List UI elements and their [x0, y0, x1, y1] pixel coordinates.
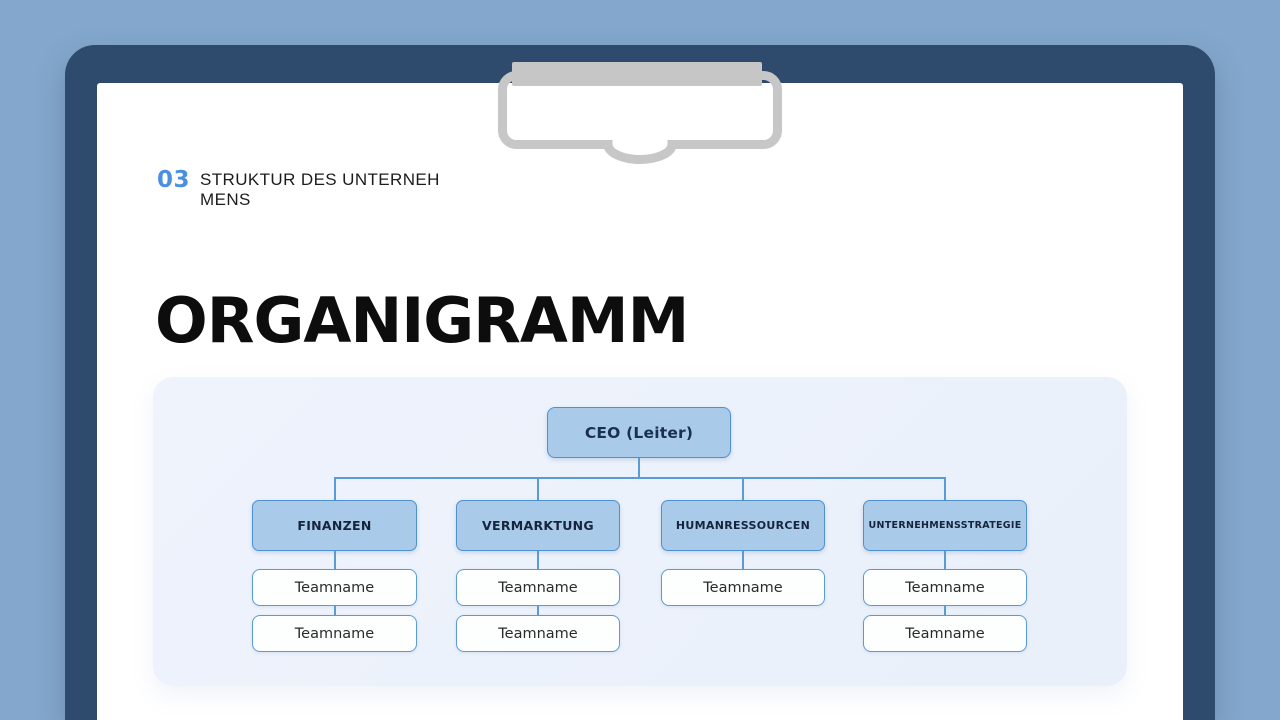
org-node-team: Teamname	[661, 569, 825, 606]
connector-line	[638, 458, 640, 477]
connector-line	[537, 477, 539, 500]
connector-line	[537, 551, 539, 569]
connector-line	[333, 606, 336, 615]
org-node-team: Teamname	[252, 569, 417, 606]
connector-line	[742, 477, 744, 500]
section-number: 03	[157, 167, 191, 193]
org-node-team: Teamname	[863, 569, 1027, 606]
org-node-team: Teamname	[252, 615, 417, 652]
org-node-team: Teamname	[456, 615, 620, 652]
org-node-department: UNTERNEHMENSSTRATEGIE	[863, 500, 1027, 551]
connector-line	[537, 606, 539, 615]
connector-line	[944, 551, 946, 569]
connector-line	[944, 606, 946, 615]
org-column-unternehmensstrategie: UNTERNEHMENSSTRATEGIE Teamname Teamname	[863, 500, 1027, 652]
org-node-department: HUMANRESSOURCEN	[661, 500, 825, 551]
connector-line	[944, 477, 946, 500]
org-node-team: Teamname	[863, 615, 1027, 652]
org-column-humanressourcen: HUMANRESSOURCEN Teamname	[661, 500, 825, 606]
org-node-team: Teamname	[456, 569, 620, 606]
connector-line	[334, 477, 946, 479]
org-column-vermarktung: VERMARKTUNG Teamname Teamname	[456, 500, 620, 652]
org-node-department: VERMARKTUNG	[456, 500, 620, 551]
page-title: ORGANIGRAMM	[155, 284, 689, 357]
connector-line	[333, 551, 336, 569]
org-column-finanzen: FINANZEN Teamname Teamname	[252, 500, 417, 652]
connector-line	[742, 551, 744, 569]
org-node-ceo: CEO (Leiter)	[547, 407, 731, 458]
connector-line	[333, 477, 336, 500]
clipboard-clip-icon	[498, 62, 782, 164]
org-node-department: FINANZEN	[252, 500, 417, 551]
org-chart-panel: CEO (Leiter) FINANZEN Teamname Teamname …	[153, 377, 1127, 686]
